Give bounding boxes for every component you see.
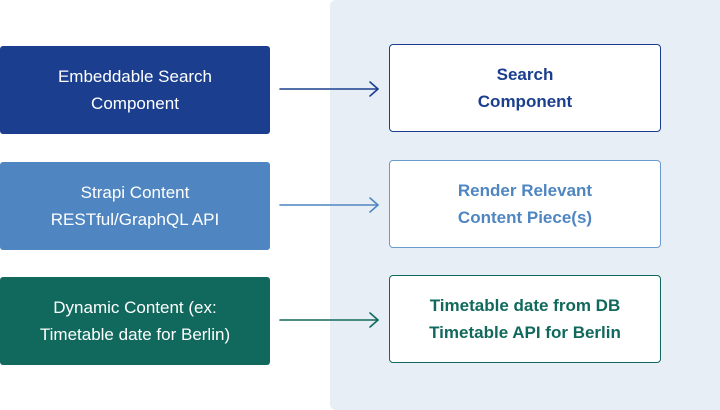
source-strapi-content-api: Strapi Content RESTful/GraphQL API (0, 162, 270, 250)
source-label-line: Component (91, 94, 179, 113)
target-label-line: Timetable API for Berlin (429, 323, 621, 342)
target-timetable-data: Timetable date from DB Timetable API for… (389, 275, 661, 363)
source-embeddable-search-component: Embeddable Search Component (0, 46, 270, 134)
source-label-line: Timetable date for Berlin) (39, 325, 231, 344)
source-label-line: RESTful/GraphQL API (50, 210, 220, 229)
target-label-line: Content Piece(s) (457, 208, 593, 227)
source-label-line: Embeddable Search (57, 67, 213, 86)
target-render-content-pieces: Render Relevant Content Piece(s) (389, 160, 661, 248)
source-dynamic-content: Dynamic Content (ex: Timetable date for … (0, 277, 270, 365)
target-label-line: Timetable date from DB (429, 296, 621, 315)
source-label-line: Dynamic Content (ex: (53, 298, 217, 317)
target-label-line: Search (496, 65, 554, 84)
target-label-line: Render Relevant (457, 181, 593, 200)
target-label-line: Component (477, 92, 573, 111)
source-label-line: Strapi Content (80, 183, 190, 202)
target-search-component: Search Component (389, 44, 661, 132)
